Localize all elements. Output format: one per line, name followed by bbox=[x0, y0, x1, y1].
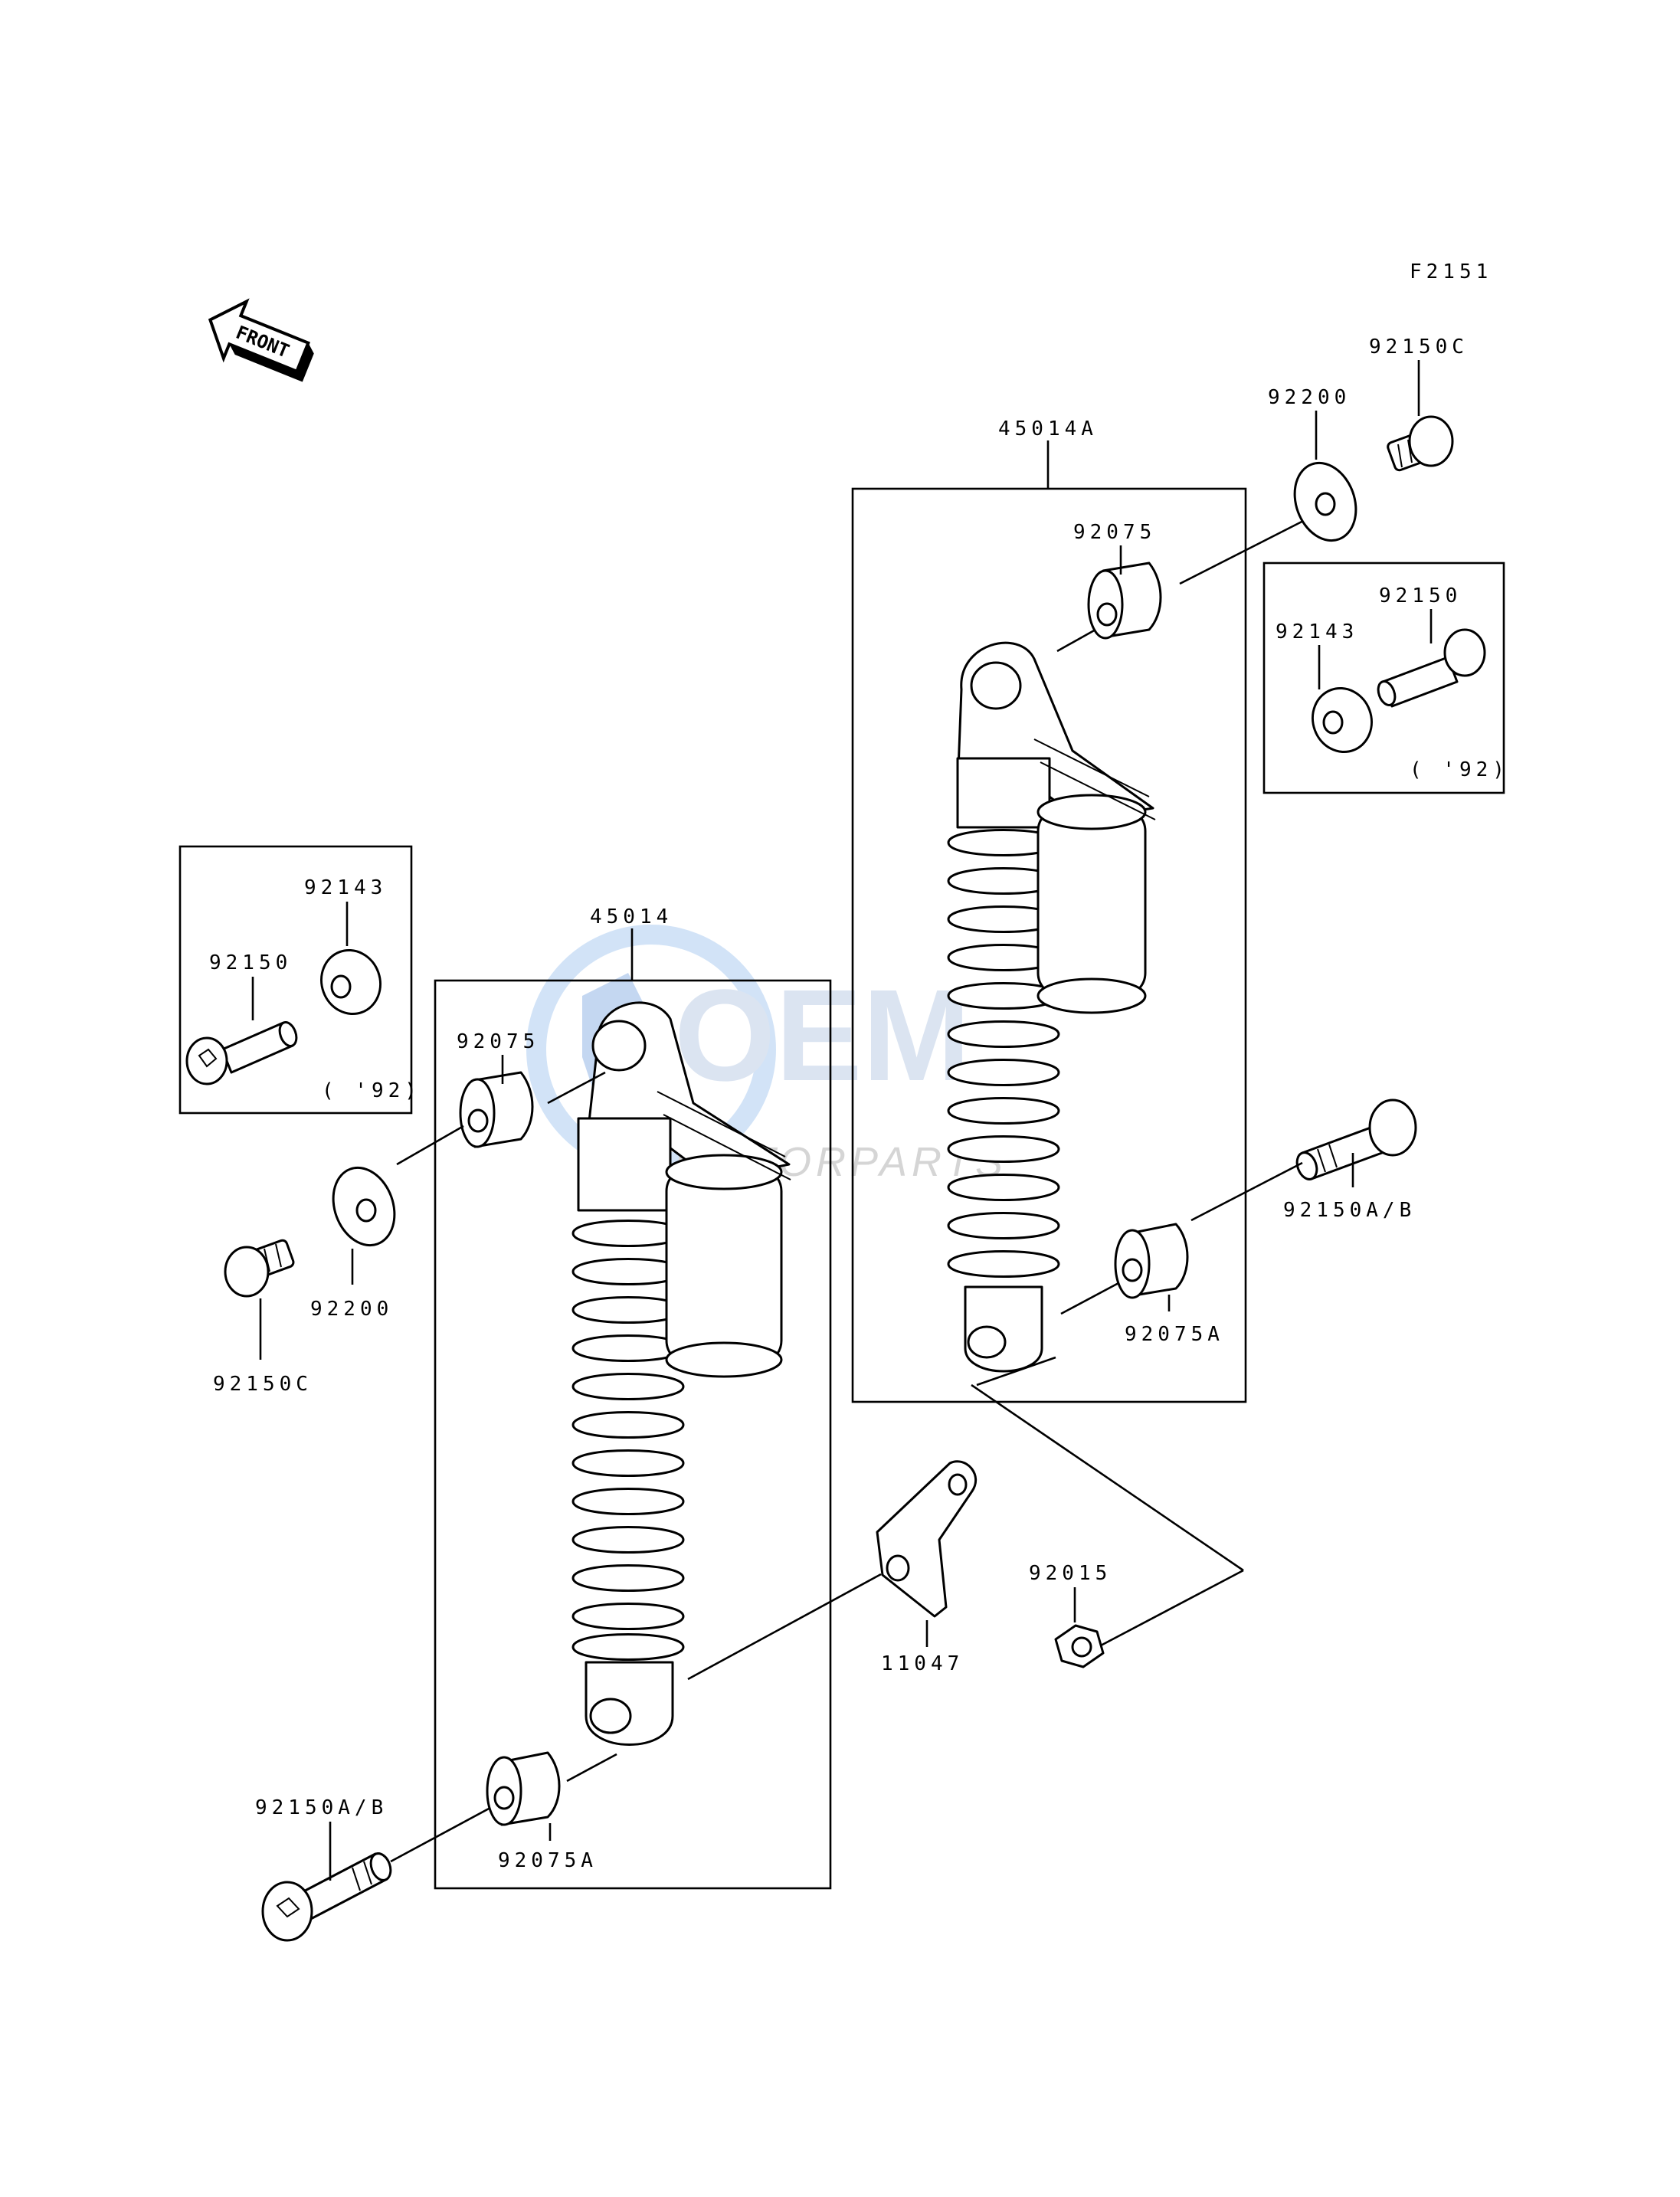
label-92200-left: 92200 bbox=[310, 1298, 393, 1321]
label-11047: 11047 bbox=[881, 1652, 964, 1675]
bolt-92150-right bbox=[1377, 628, 1486, 708]
right-shock-absorber bbox=[947, 641, 1156, 1373]
label-year-left: ( '92) bbox=[322, 1079, 421, 1102]
washer-92200-left bbox=[332, 1166, 396, 1247]
label-45014A: 45014A bbox=[998, 417, 1098, 440]
bush-92075-right bbox=[1087, 562, 1162, 640]
label-92143-left: 92143 bbox=[304, 876, 387, 899]
left-shock-group: 45014 bbox=[178, 845, 832, 1942]
bush-92075A-left bbox=[486, 1751, 561, 1826]
label-92143-right: 92143 bbox=[1276, 620, 1358, 643]
label-92075-left: 92075 bbox=[457, 1030, 539, 1053]
nut-92015 bbox=[1054, 1624, 1105, 1668]
washer-92200-right bbox=[1293, 461, 1357, 542]
bush-92075-left bbox=[459, 1071, 534, 1148]
label-92075-right: 92075 bbox=[1073, 521, 1156, 544]
front-direction-arrow-icon: FRONT bbox=[208, 298, 314, 382]
label-92150C-right: 92150C bbox=[1369, 336, 1469, 359]
watermark-brand: OEM bbox=[674, 963, 971, 1108]
right-assembly-box bbox=[851, 487, 1247, 1403]
bolt-92150-left bbox=[185, 1021, 298, 1085]
label-92150-left: 92150 bbox=[209, 951, 292, 974]
left-inset-box bbox=[178, 845, 413, 1115]
label-92150AB-right: 92150A/B bbox=[1283, 1199, 1416, 1222]
bolt-92150C-left bbox=[224, 1239, 295, 1298]
figure-code: F2151 bbox=[1410, 260, 1492, 283]
bolt-92150AB-left bbox=[261, 1852, 392, 1942]
label-92150AB-left: 92150A/B bbox=[255, 1796, 388, 1819]
left-shock-absorber bbox=[571, 1001, 791, 1746]
right-shock-group: 45014A bbox=[851, 336, 1509, 1655]
label-92075A-left: 92075A bbox=[498, 1849, 598, 1872]
label-92075A-right: 92075A bbox=[1125, 1323, 1224, 1346]
right-inset-box bbox=[1262, 562, 1505, 794]
label-92015: 92015 bbox=[1029, 1562, 1112, 1585]
label-92200-right: 92200 bbox=[1268, 386, 1351, 409]
bolt-92150AB-right bbox=[1295, 1098, 1417, 1180]
bracket-11047 bbox=[876, 1460, 978, 1618]
label-92150C-left: 92150C bbox=[213, 1373, 313, 1396]
collar-92143-left bbox=[320, 948, 382, 1016]
label-year-right: ( '92) bbox=[1410, 758, 1509, 781]
label-92150-right: 92150 bbox=[1379, 584, 1462, 607]
bush-92075A-right bbox=[1114, 1223, 1189, 1299]
label-45014: 45014 bbox=[590, 905, 673, 928]
bolt-92150C-right bbox=[1387, 415, 1454, 472]
collar-92143-right bbox=[1312, 686, 1373, 754]
